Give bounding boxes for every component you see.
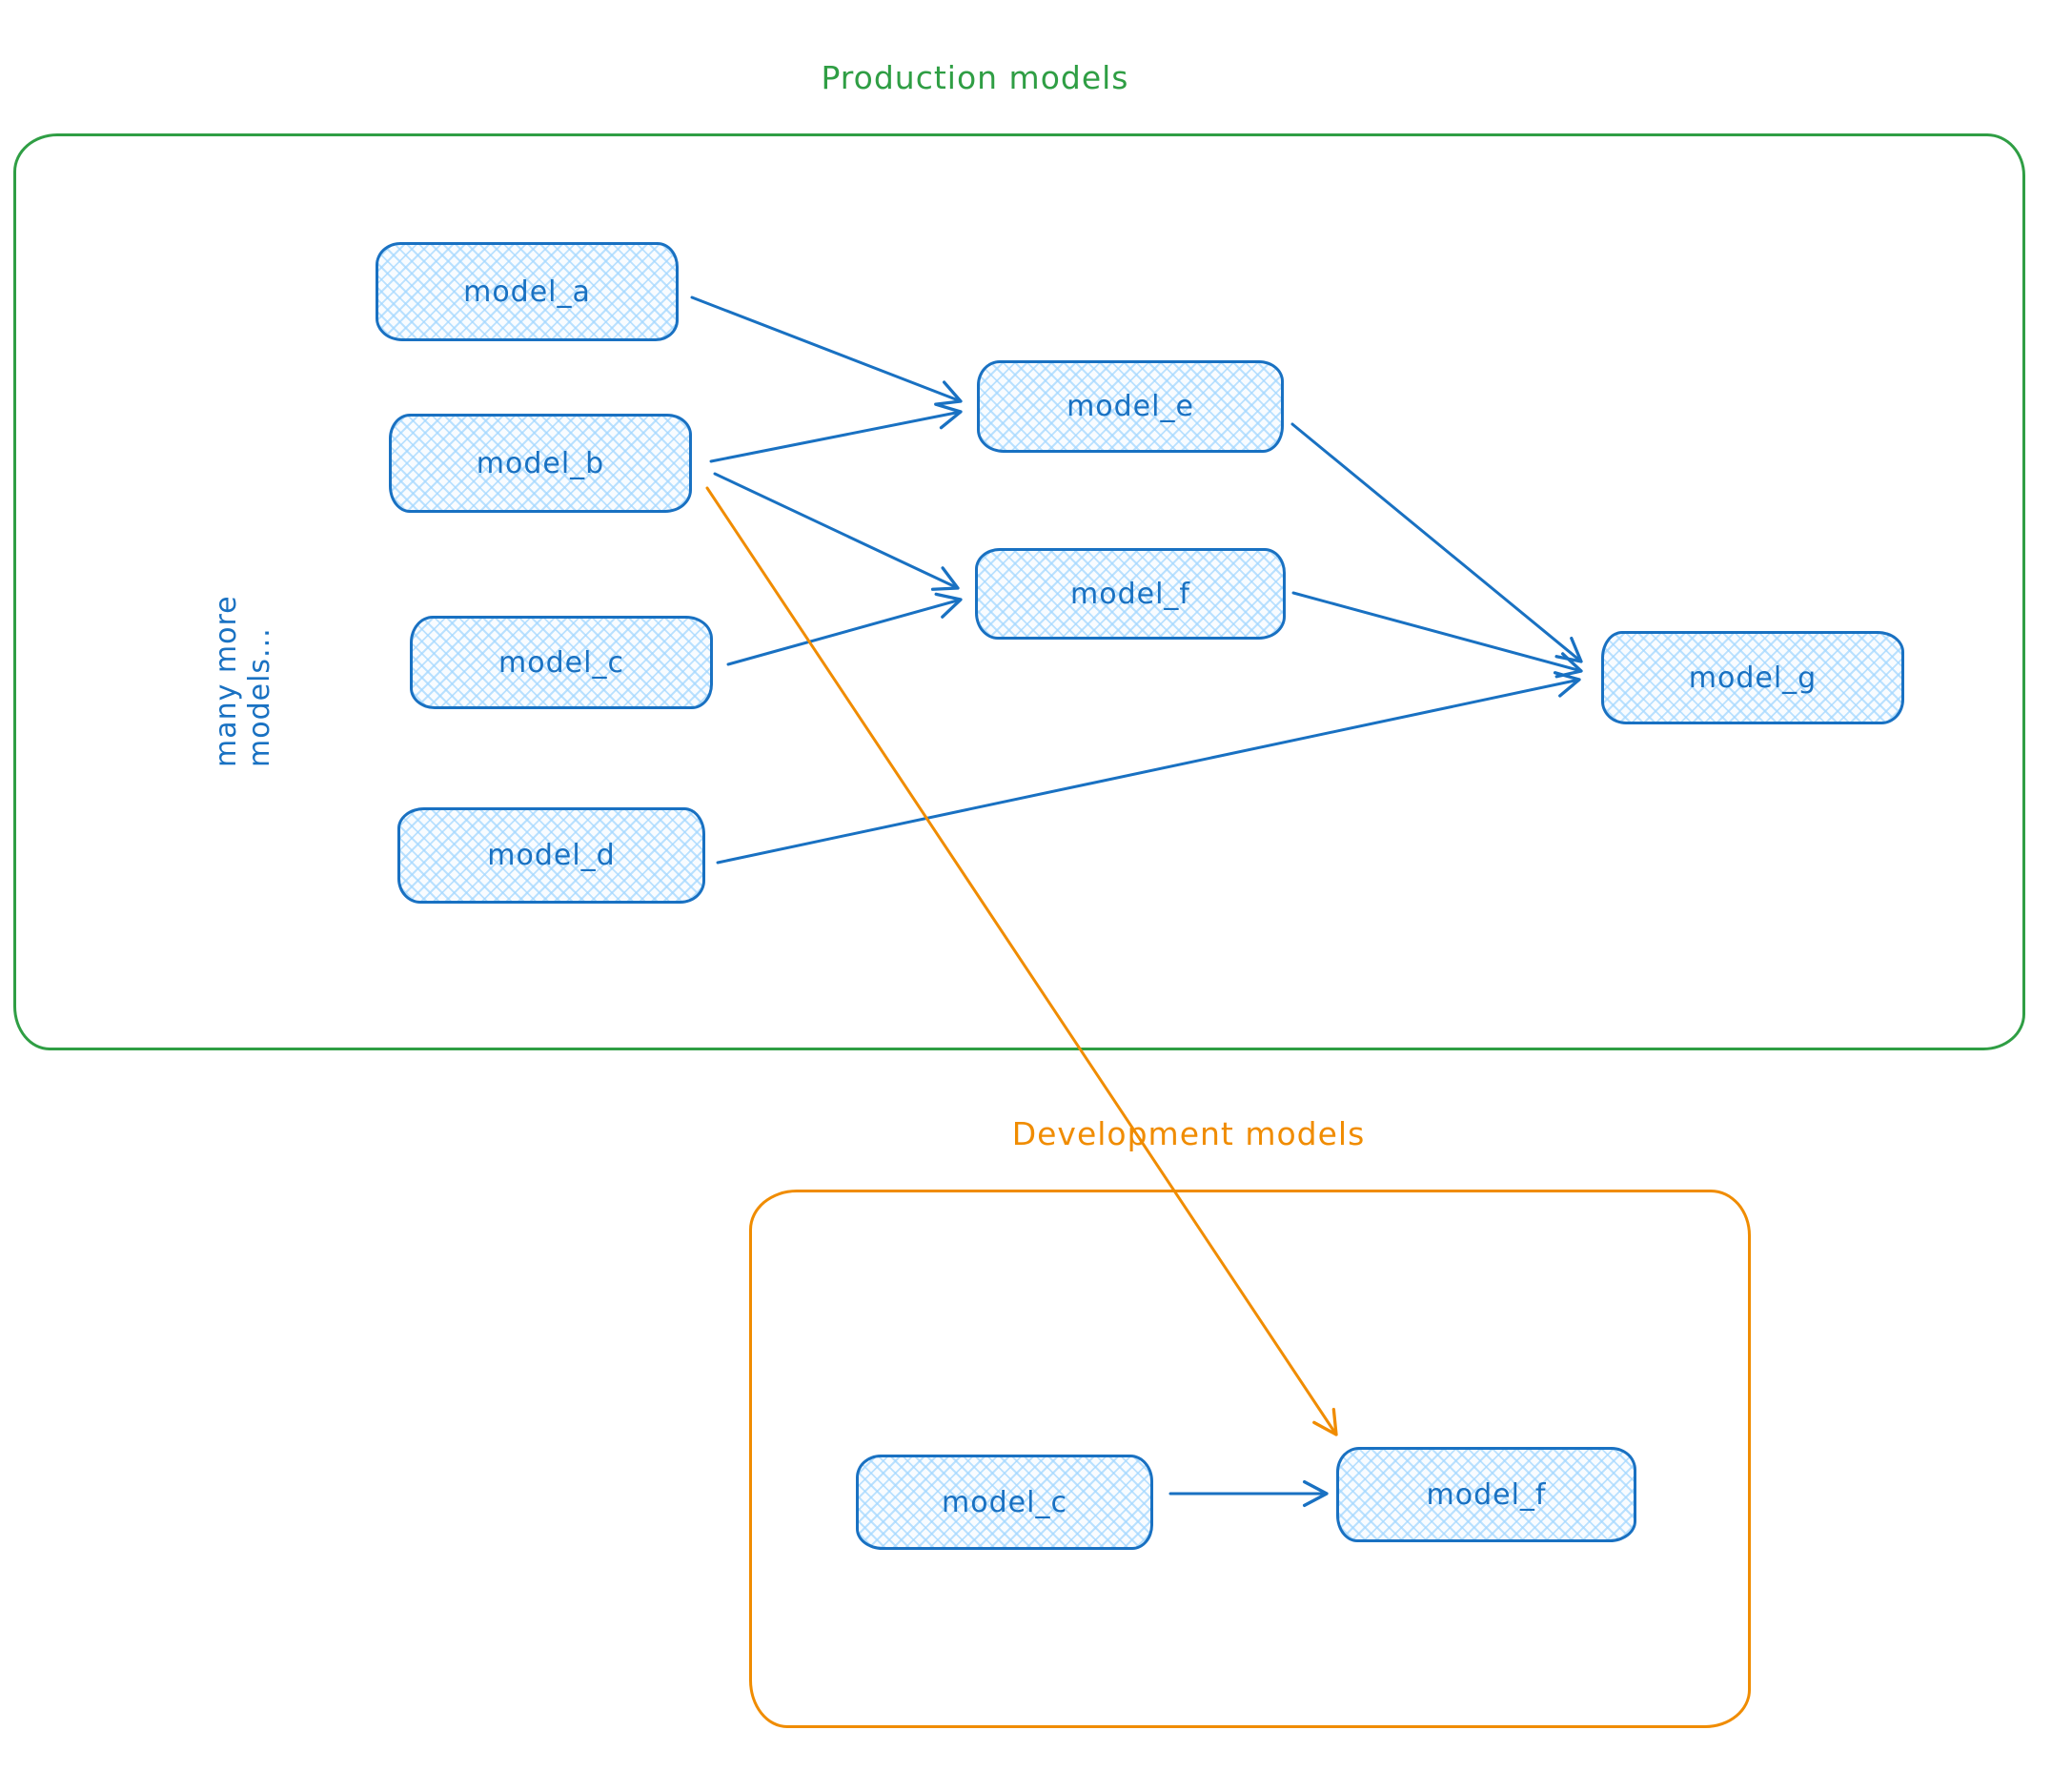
- node-dev-model-f-label: model_f: [1426, 1477, 1547, 1512]
- node-model-e[interactable]: model_e: [977, 360, 1284, 453]
- node-model-e-label: model_e: [1066, 390, 1194, 423]
- node-model-a[interactable]: model_a: [376, 242, 679, 341]
- node-model-d-label: model_d: [487, 839, 616, 872]
- node-dev-model-f[interactable]: model_f: [1336, 1447, 1636, 1542]
- node-model-g-label: model_g: [1688, 661, 1818, 695]
- node-model-f[interactable]: model_f: [975, 548, 1286, 640]
- node-model-c[interactable]: model_c: [410, 616, 713, 709]
- node-model-f-label: model_f: [1070, 577, 1190, 611]
- node-model-b[interactable]: model_b: [389, 414, 692, 513]
- development-section-title: Development models: [1011, 1115, 1366, 1152]
- many-more-models-note: many more models...: [210, 595, 276, 767]
- node-model-g[interactable]: model_g: [1601, 631, 1904, 724]
- production-section-title: Production models: [821, 59, 1129, 96]
- node-dev-model-c[interactable]: model_c: [856, 1455, 1153, 1550]
- node-model-b-label: model_b: [476, 446, 605, 480]
- node-model-d[interactable]: model_d: [397, 807, 705, 904]
- node-model-a-label: model_a: [463, 275, 591, 309]
- node-dev-model-c-label: model_c: [942, 1485, 1067, 1519]
- node-model-c-label: model_c: [498, 645, 624, 680]
